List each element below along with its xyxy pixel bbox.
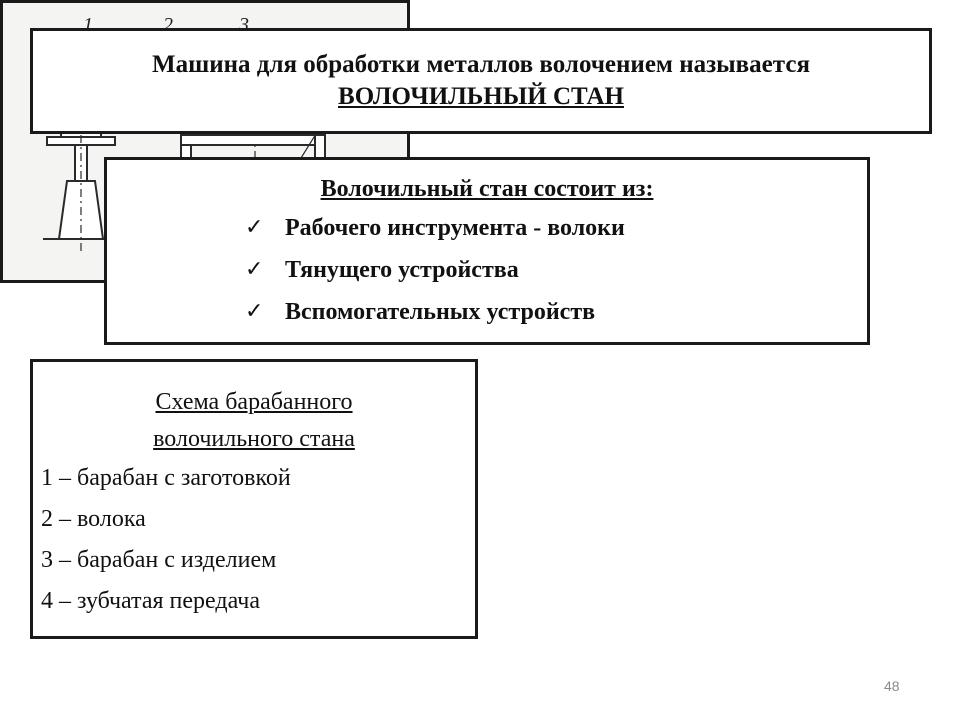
list-item-label: Вспомогательных устройств [285,299,596,325]
frame-top [180,134,326,146]
diagram-label-1: 1 [83,14,93,36]
checkmark-icon: ✓ [245,215,264,240]
list-item: ✓ Вспомогательных устройств [245,291,867,333]
title-line: Машина для обработки металлов волочением… [152,51,810,78]
composition-list: ✓ Рабочего инструмента - волоки ✓ Тянущего… [107,207,867,333]
title-term: ВОЛОЧИЛЬНЫЙ СТАН [338,83,624,110]
list-item: ✓ Рабочего инструмента - волоки [245,207,867,249]
legend-heading-line: волочильного стана [153,426,355,452]
title-box: Машина для обработки металлов волочением… [30,28,932,134]
checkmark-icon: ✓ [245,257,264,282]
composition-box: Волочильный стан состоит из: ✓ Рабочего и… [104,157,870,345]
legend-heading-line: Схема барабанного [155,389,353,415]
legend-item: 4 – зубчатая передача [41,588,260,614]
list-item-label: Рабочего инструмента - волоки [285,215,625,241]
legend-item: 2 – волока [41,506,146,532]
checkmark-icon: ✓ [245,299,264,324]
diagram-label-2: 2 [163,14,173,36]
legend-item: 1 – барабан с заготовкой [41,465,291,491]
list-item-label: Тянущего устройства [285,257,519,283]
legend-box: Схема барабанного волочильного стана 1 –… [30,359,478,639]
page-number: 48 [884,678,900,694]
diagram-label-3: 3 [238,14,249,36]
list-item: ✓ Тянущего устройства [245,249,867,291]
legend-heading: Схема барабанного волочильного стана [33,384,475,458]
composition-heading: Волочильный стан состоит из: [320,176,654,202]
legend-item: 3 – барабан с изделием [41,547,277,573]
